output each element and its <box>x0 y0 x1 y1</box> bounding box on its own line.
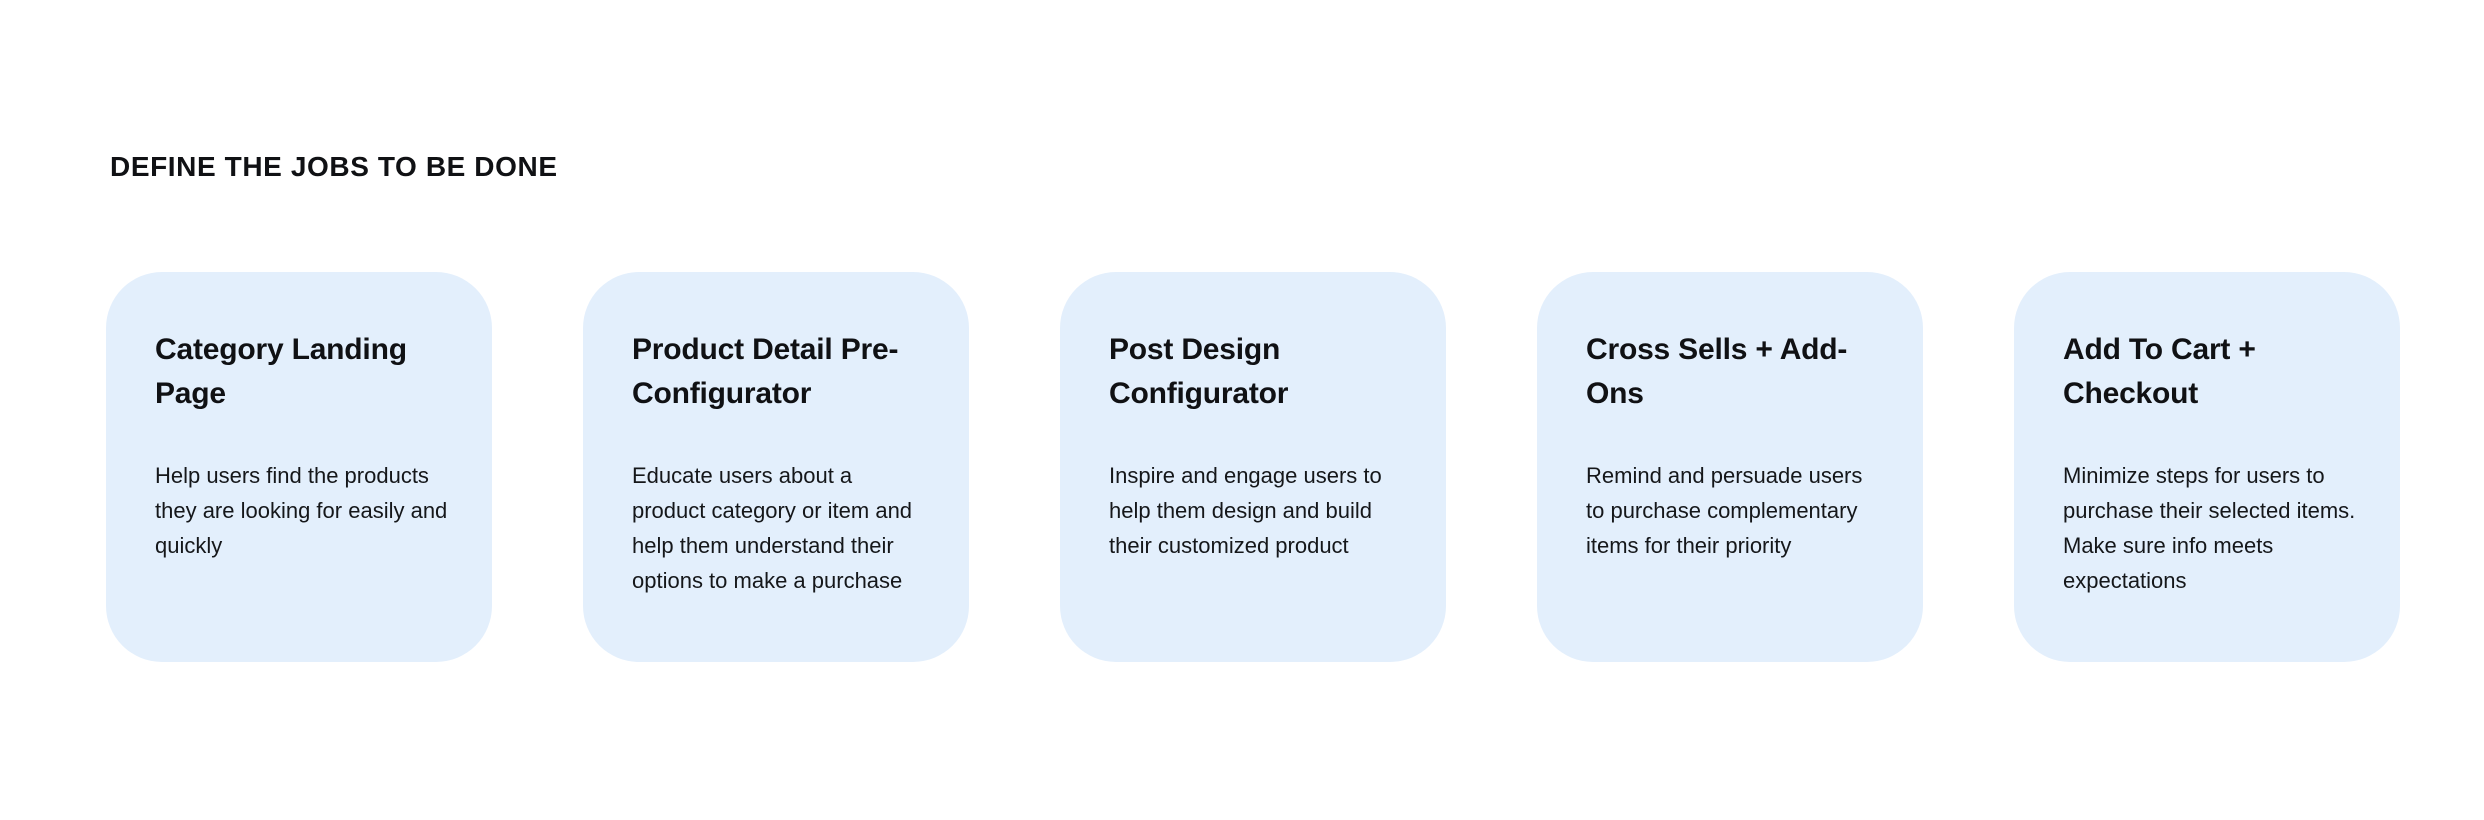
job-card-category-landing-page[interactable]: Category Landing Page Help users find th… <box>106 272 492 662</box>
job-card-post-design-configurator[interactable]: Post Design Configurator Inspire and eng… <box>1060 272 1446 662</box>
job-card-description: Minimize steps for users to purchase the… <box>2063 463 2356 593</box>
job-card-title: Category Landing Page <box>155 333 407 410</box>
job-card-cross-sells-add-ons[interactable]: Cross Sells + Add-Ons Remind and persuad… <box>1537 272 1923 662</box>
job-card-title: Add To Cart + Checkout <box>2063 333 2256 410</box>
job-card-title: Product Detail Pre-Configurator <box>632 333 899 410</box>
job-card-title: Post Design Configurator <box>1109 333 1289 410</box>
job-card-add-to-cart-checkout[interactable]: Add To Cart + Checkout Minimize steps fo… <box>2014 272 2400 662</box>
job-card-product-detail-pre-configurator[interactable]: Product Detail Pre-Configurator Educate … <box>583 272 969 662</box>
job-card-title: Cross Sells + Add-Ons <box>1586 333 1848 410</box>
job-card-description: Remind and persuade users to purchase co… <box>1586 463 1863 558</box>
job-card-description: Educate users about a product category o… <box>632 463 913 593</box>
jobs-to-be-done-card-row: Category Landing Page Help users find th… <box>106 272 2400 662</box>
job-card-description: Help users find the products they are lo… <box>155 463 448 558</box>
page-title: DEFINE THE JOBS TO BE DONE <box>110 151 558 182</box>
job-card-description: Inspire and engage users to help them de… <box>1109 463 1382 558</box>
